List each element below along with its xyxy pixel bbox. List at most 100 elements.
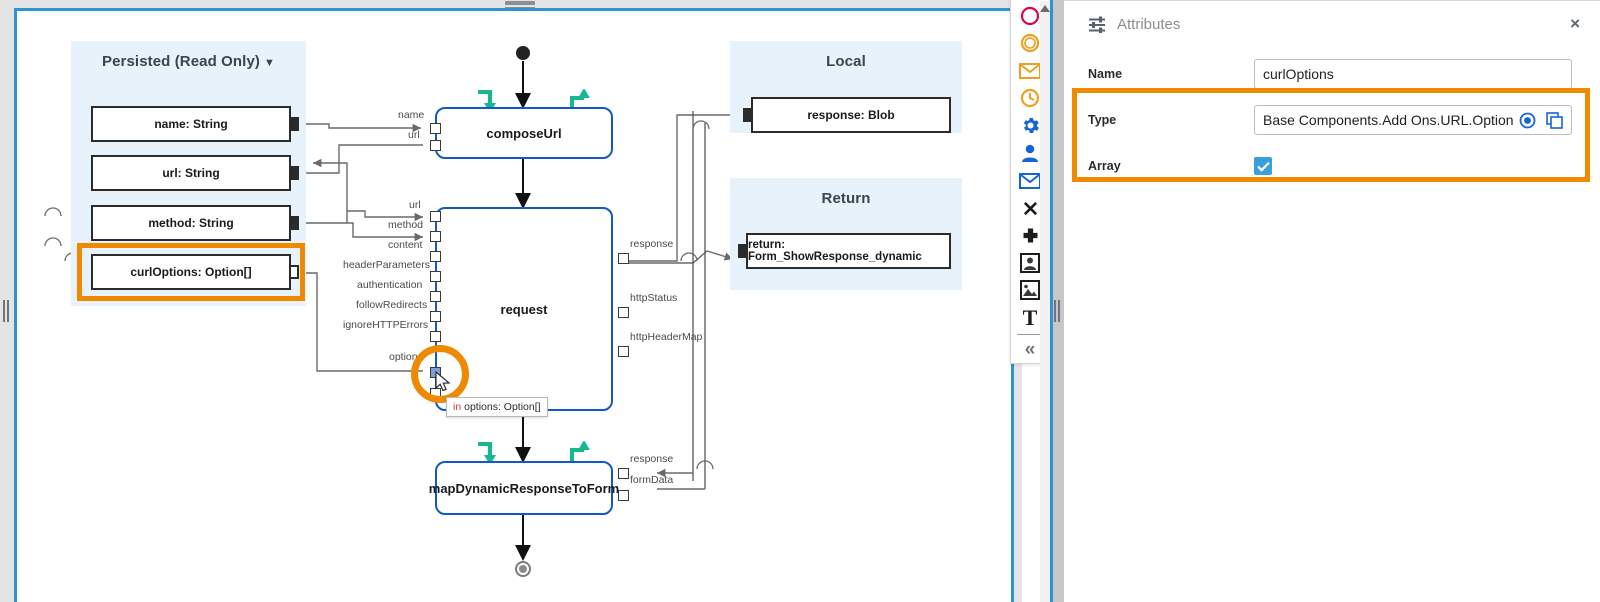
canvas-frame: Persisted (Read Only)▼ name: String url:… — [14, 8, 1014, 602]
tooltip-text: options: Option[] — [464, 401, 541, 413]
type-input[interactable]: Base Components.Add Ons.URL.Option — [1254, 105, 1572, 135]
copy-duplicate-icon[interactable] — [1546, 111, 1563, 129]
node-mapdynamicresponsetoform[interactable]: mapDynamicResponseToForm — [429, 461, 619, 515]
port-in-url[interactable] — [430, 211, 441, 222]
node-loop-arrows-2 — [478, 441, 590, 465]
port-label-out-response: response — [630, 453, 674, 465]
attribute-label: Array — [1088, 159, 1121, 173]
variable-label: method: String — [148, 216, 234, 230]
port-in-content[interactable] — [430, 251, 441, 262]
port-out-formdata[interactable] — [618, 490, 629, 501]
port-label-content: content — [388, 239, 423, 251]
circle-outline-red-icon[interactable] — [1013, 2, 1047, 29]
splitter-grip[interactable] — [1054, 300, 1061, 322]
close-icon[interactable]: × — [1570, 14, 1580, 33]
port-label-out-httpheadermap: httpHeaderMap — [630, 331, 703, 343]
circle-outline-orange-icon[interactable] — [1013, 29, 1047, 56]
attributes-title: Attributes — [1117, 15, 1181, 33]
variable-name-string[interactable]: name: String — [91, 106, 299, 142]
attribute-label: Name — [1088, 67, 1123, 81]
collapse-double-chevron-left-icon[interactable]: « — [1024, 338, 1036, 360]
variable-label: return: Form_ShowResponse_dynamic — [748, 239, 922, 263]
port-label-url: url — [408, 129, 420, 141]
port-in-url[interactable] — [430, 140, 441, 151]
port-in-extra[interactable] — [430, 388, 441, 399]
connector-layer — [44, 46, 745, 577]
group-return-title: Return — [821, 190, 871, 207]
port-label-authentication: authentication — [357, 279, 423, 291]
attribute-row-array: Array — [1064, 143, 1600, 189]
array-checkbox[interactable] — [1254, 157, 1272, 175]
chevron-down-icon[interactable]: ▼ — [263, 57, 275, 69]
port-label-url: url — [409, 199, 421, 211]
picture-image-icon[interactable] — [1013, 277, 1047, 304]
variable-method-string[interactable]: method: String — [91, 205, 299, 241]
port-tab-left — [738, 244, 748, 258]
group-persisted-label: Persisted (Read Only) — [102, 53, 260, 70]
port-in-followredirects[interactable] — [430, 311, 441, 322]
clock-orange-icon[interactable] — [1013, 84, 1047, 111]
port-label-out-httpstatus: httpStatus — [630, 292, 678, 304]
port-label-options: options — [389, 351, 423, 363]
sliders-attributes-icon — [1089, 16, 1105, 33]
gear-blue-icon[interactable] — [1013, 112, 1047, 139]
variable-return-form[interactable]: return: Form_ShowResponse_dynamic — [738, 233, 951, 269]
port-tab-right — [289, 166, 299, 180]
check-icon — [1256, 161, 1270, 172]
name-input[interactable]: curlOptions — [1254, 59, 1572, 89]
port-out-response[interactable] — [618, 253, 629, 264]
port-in-authentication[interactable] — [430, 291, 441, 302]
variable-curloptions-option-array[interactable]: curlOptions: Option[] — [91, 254, 299, 290]
node-request[interactable]: request — [435, 207, 613, 411]
target-locate-icon[interactable] — [1519, 112, 1536, 129]
port-label-headerparameters: headerParameters — [343, 259, 430, 271]
attribute-row-type: Type Base Components.Add Ons.URL.Option — [1064, 97, 1600, 143]
port-tooltip: in options: Option[] — [446, 397, 548, 417]
port-label-name: name — [398, 109, 425, 121]
type-input-value: Base Components.Add Ons.URL.Option — [1263, 112, 1514, 128]
portrait-image-icon[interactable] — [1013, 249, 1047, 276]
port-in-ignorehttperrors[interactable] — [430, 331, 441, 342]
canvas-inner[interactable]: Persisted (Read Only)▼ name: String url:… — [17, 11, 1011, 602]
port-in-method[interactable] — [430, 231, 441, 242]
port-label-followredirects: followRedirects — [356, 299, 428, 311]
attributes-panel: Attributes × Name curlOptions Type Base … — [1040, 0, 1600, 602]
variable-label: name: String — [154, 117, 228, 131]
port-out-httpheadermap[interactable] — [618, 346, 629, 357]
port-in-options[interactable] — [430, 367, 441, 378]
port-tab-right — [289, 265, 299, 279]
scroll-up-arrow-icon[interactable] — [1040, 5, 1050, 15]
port-label-method: method — [388, 219, 424, 231]
variable-label: curlOptions: Option[] — [130, 265, 252, 279]
port-tab-right — [289, 216, 299, 230]
port-label-out-response: response — [630, 238, 674, 250]
cross-black-icon[interactable] — [1013, 194, 1047, 221]
port-label-out-formdata: formData — [630, 474, 674, 486]
node-label: composeUrl — [486, 125, 562, 141]
port-in-name[interactable] — [430, 123, 441, 134]
text-T-icon[interactable]: T — [1022, 304, 1038, 330]
group-local-title: Local — [826, 53, 866, 70]
variable-response-blob[interactable]: response: Blob — [743, 97, 951, 133]
port-out-httpstatus[interactable] — [618, 307, 629, 318]
panel-splitter[interactable] — [1050, 0, 1064, 602]
port-tab-left — [743, 108, 753, 122]
port-in-headerparameters[interactable] — [430, 271, 441, 282]
node-composeurl[interactable]: composeUrl — [435, 107, 613, 159]
plus-black-icon[interactable] — [1013, 222, 1047, 249]
canvas-left-drag-handle[interactable] — [2, 300, 10, 322]
port-out-response[interactable] — [618, 468, 629, 479]
group-persisted-title[interactable]: Persisted (Read Only)▼ — [71, 41, 306, 70]
port-label-ignorehttperrors: ignoreHTTPErrors — [343, 319, 429, 331]
name-input-value: curlOptions — [1263, 66, 1334, 82]
palette-divider — [1017, 333, 1043, 335]
variable-label: response: Blob — [807, 108, 895, 122]
attributes-header: Attributes × — [1064, 1, 1600, 47]
panel-scrollbar[interactable] — [1040, 1, 1050, 602]
user-blue-icon[interactable] — [1013, 139, 1047, 166]
attribute-label: Type — [1088, 113, 1117, 127]
node-label: mapDynamicResponseToForm — [428, 480, 620, 496]
variable-url-string[interactable]: url: String — [91, 155, 299, 191]
canvas-top-drag-handle[interactable] — [505, 1, 535, 10]
